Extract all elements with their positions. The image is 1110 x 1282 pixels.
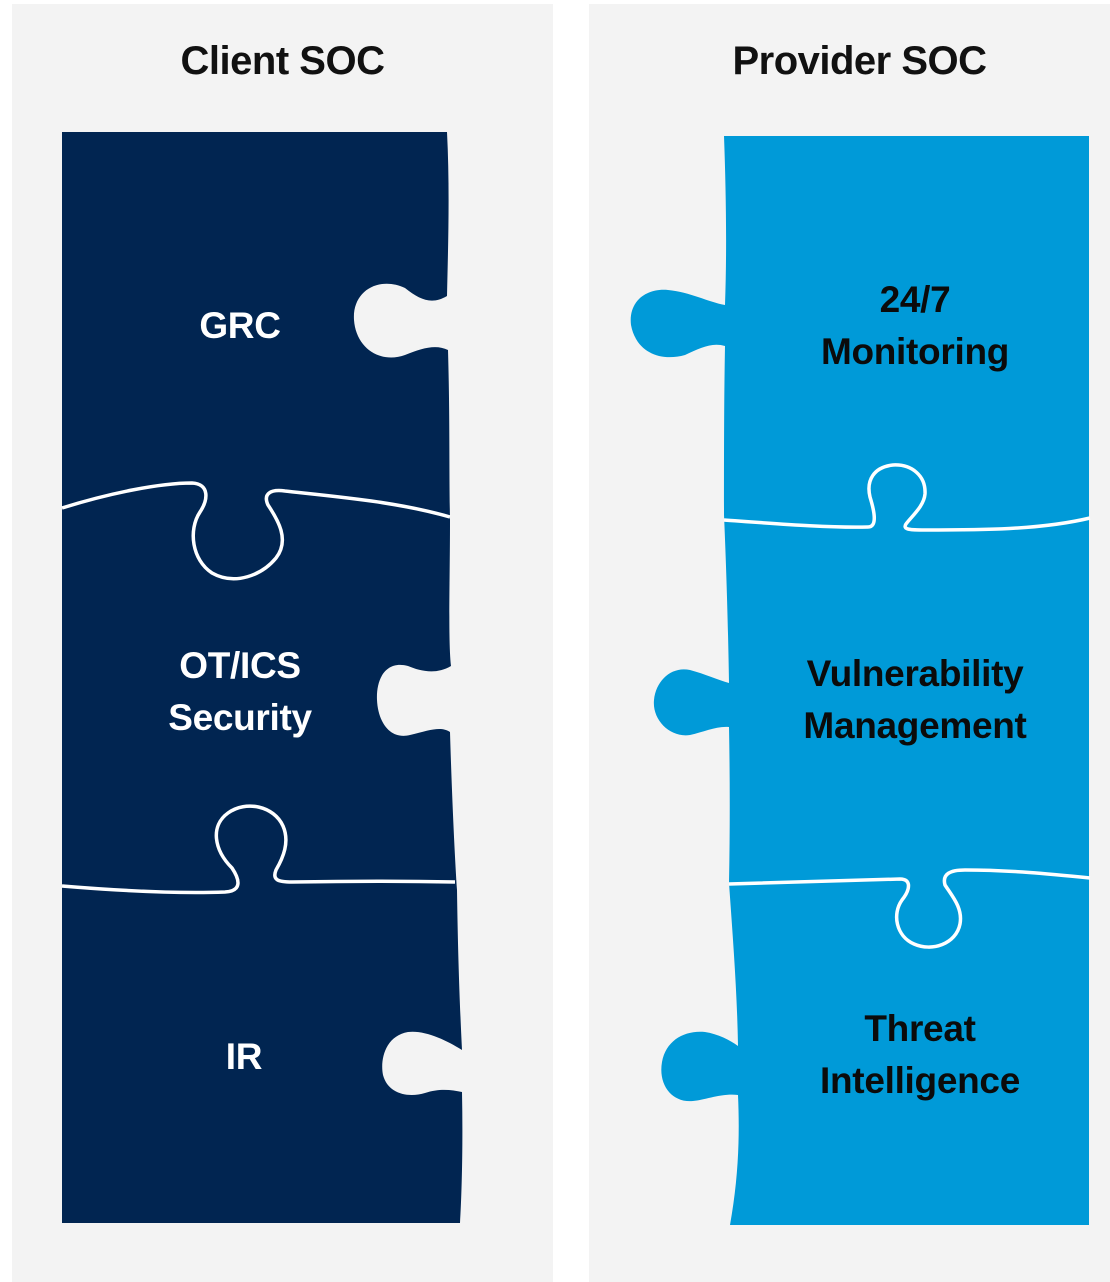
client-piece-ot-ics-line-1: OT/ICS <box>179 645 301 686</box>
client-soc-title: Client SOC <box>180 39 385 83</box>
client-seam-2 <box>61 804 456 895</box>
provider-piece-monitoring-line-2: Monitoring <box>820 331 1010 372</box>
provider-seam-2 <box>728 868 1091 949</box>
provider-piece-vulnerability-management: Vulnerability Management <box>760 648 1070 752</box>
provider-piece-vulnerability-line-2: Management <box>803 705 1027 746</box>
provider-piece-monitoring: 24/7 Monitoring <box>770 274 1060 378</box>
provider-piece-threat-line-1: Threat <box>864 1008 976 1049</box>
client-piece-ot-ics-security: OT/ICS Security <box>120 640 360 744</box>
client-piece-grc-line-1: GRC <box>199 305 281 346</box>
client-piece-ir: IR <box>144 1031 344 1083</box>
provider-puzzle-column <box>630 136 1089 1225</box>
client-piece-grc: GRC <box>140 300 340 352</box>
provider-piece-threat-intelligence: Threat Intelligence <box>770 1003 1070 1107</box>
client-piece-ir-line-1: IR <box>225 1036 263 1077</box>
provider-piece-vulnerability-line-1: Vulnerability <box>806 653 1024 694</box>
provider-soc-title: Provider SOC <box>732 39 987 83</box>
client-piece-ot-ics-line-2: Security <box>168 697 312 738</box>
client-puzzle-column <box>62 132 463 1223</box>
provider-seam-1 <box>723 463 1091 532</box>
client-seam-1 <box>61 481 451 581</box>
provider-piece-monitoring-line-1: 24/7 <box>879 279 951 320</box>
provider-piece-threat-line-2: Intelligence <box>820 1060 1020 1101</box>
